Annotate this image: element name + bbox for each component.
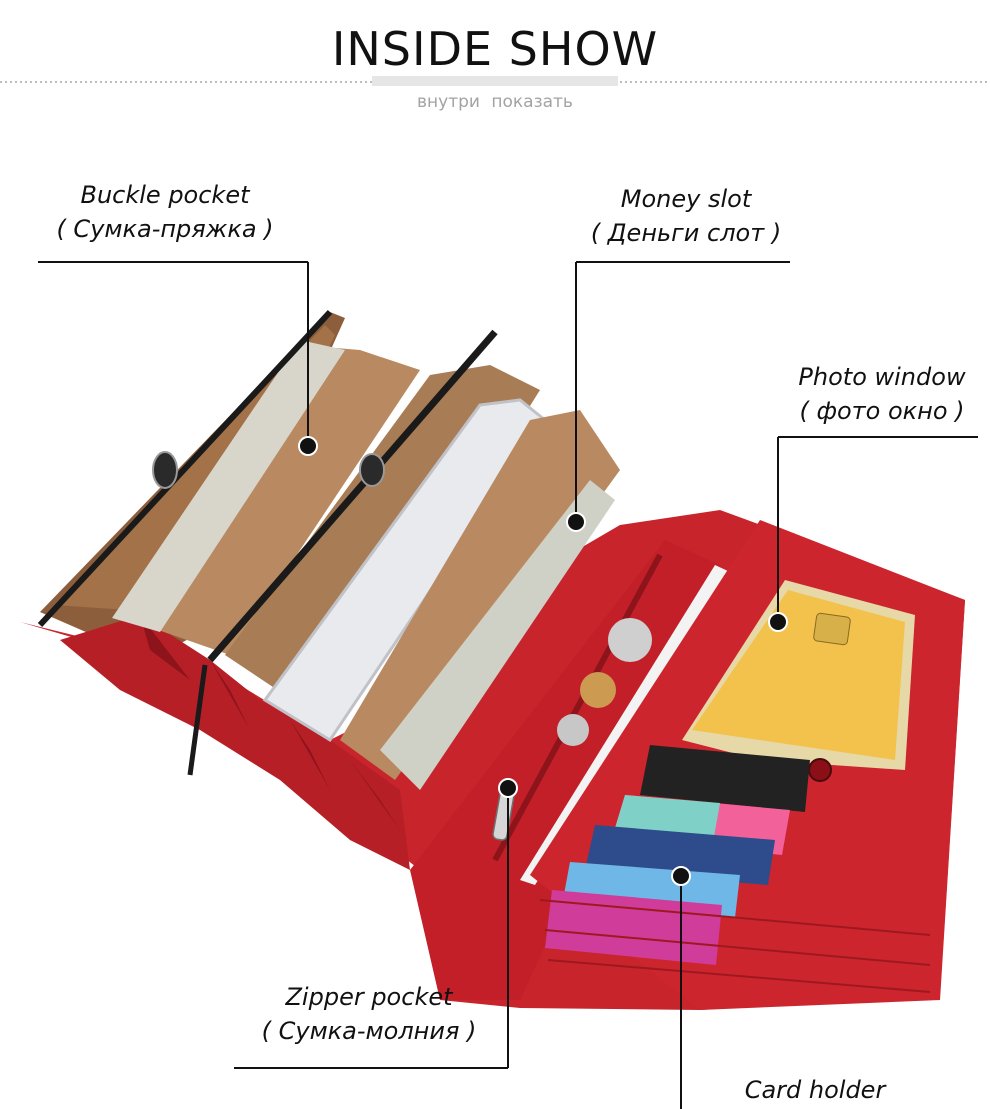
money-slot-dot: [566, 512, 586, 532]
card-holder-dot: [671, 866, 691, 886]
buckle-pocket-label: Buckle pocket ( Сумка-пряжка ): [30, 178, 300, 246]
receipt-slot: [520, 565, 730, 885]
photo-window-en: Photo window: [798, 363, 966, 391]
card-holder-en: Card holder: [744, 1076, 886, 1104]
clasp-2: [359, 453, 385, 487]
buckle-frame-1: [37, 309, 333, 628]
buckle-frame-2: [207, 329, 498, 663]
photo-window-label: Photo window ( фото окно ): [782, 360, 982, 428]
money-slot-ru: ( Деньги слот ): [590, 219, 782, 247]
zipper-pocket-en: Zipper pocket: [285, 983, 453, 1011]
card-4: [545, 890, 722, 965]
header-divider-center: [372, 76, 618, 86]
coin-2: [580, 672, 616, 708]
buckle-pocket-dot: [298, 436, 318, 456]
money-slot-en: Money slot: [620, 185, 752, 213]
snap-button: [808, 758, 832, 782]
bills-2: [380, 480, 615, 790]
zipper-pocket-dot: [498, 778, 518, 798]
coin-1: [608, 618, 652, 662]
card-holder-label: Card holder: [730, 1073, 900, 1107]
clasp-1: [152, 451, 178, 489]
card-slot-1: [640, 745, 810, 812]
photo-window-dot: [768, 612, 788, 632]
zipper-track: [492, 553, 663, 862]
lining-compartment-3: [340, 410, 620, 780]
buckle-pocket-ru: ( Сумка-пряжка ): [56, 215, 274, 243]
page-subtitle: внутри показать: [417, 92, 573, 112]
buckle-pocket-en: Buckle pocket: [80, 181, 250, 209]
bills-1: [112, 340, 345, 632]
coin-3: [557, 714, 589, 746]
page-title: INSIDE SHOW: [331, 22, 659, 76]
zipper-pocket-ru: ( Сумка-молния ): [261, 1017, 477, 1045]
zipper-pocket-label: Zipper pocket ( Сумка-молния ): [244, 980, 494, 1048]
photo-window-ru: ( фото окно ): [799, 397, 965, 425]
photo-card: [692, 590, 905, 760]
accordion-gusset: [60, 615, 410, 870]
money-slot-label: Money slot ( Деньги слот ): [576, 182, 796, 250]
phone: [262, 398, 548, 743]
